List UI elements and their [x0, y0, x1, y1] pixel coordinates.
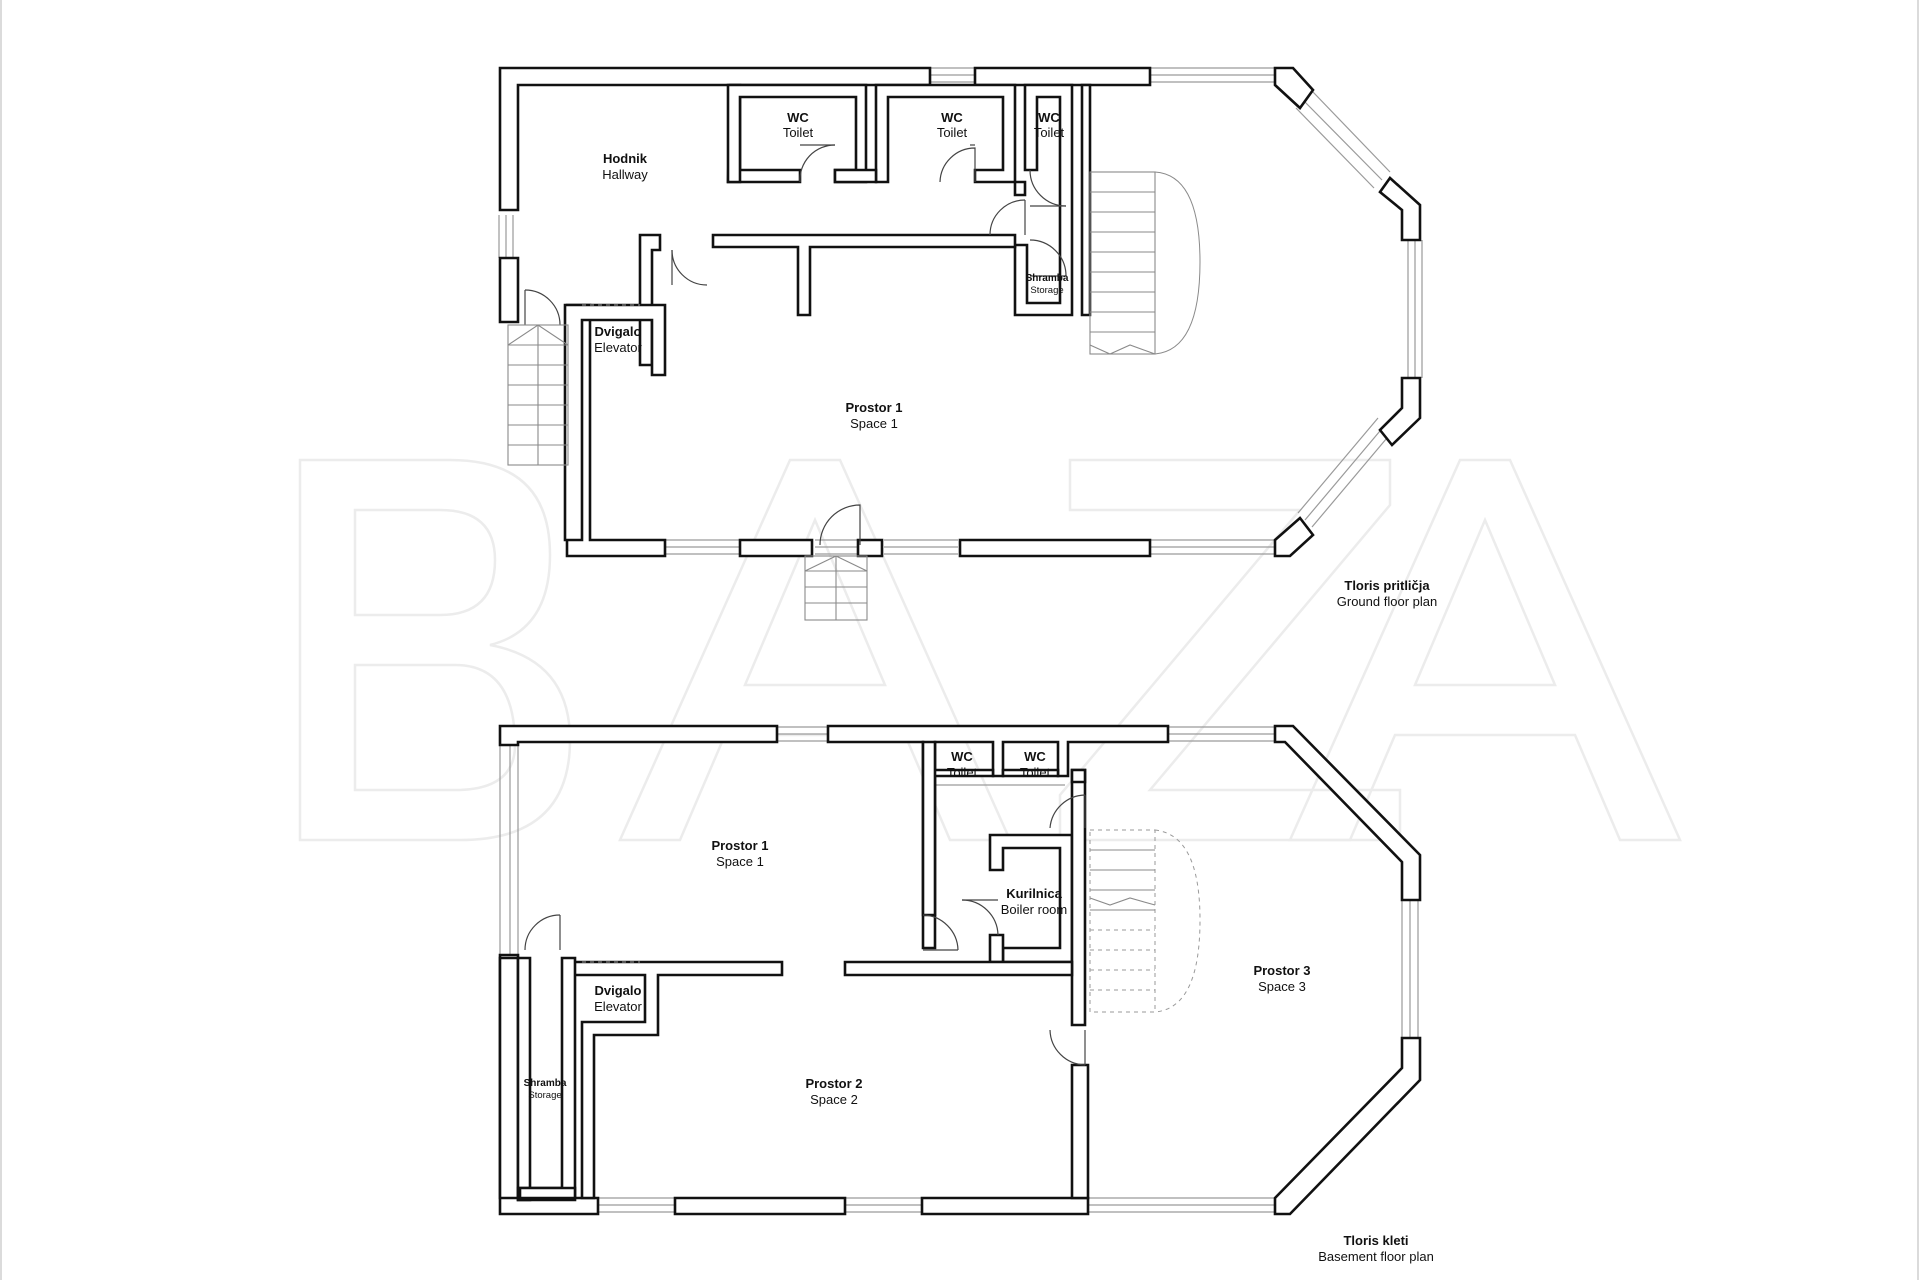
bf-storage-name: Shramba: [524, 1078, 567, 1089]
bf-doors: [524, 794, 1086, 1066]
bf-elevator-name: Dvigalo: [595, 983, 642, 998]
gf-wc2-name: WC: [941, 110, 963, 125]
bf-space3-name: Prostor 3: [1253, 963, 1310, 978]
gf-hallway-name: Hodnik: [603, 151, 648, 166]
gf-stair-left: [507, 324, 569, 466]
gf-elevator-name: Dvigalo: [595, 324, 642, 339]
bf-space2-name: Prostor 2: [805, 1076, 862, 1091]
gf-windows: [498, 67, 1423, 555]
ground-floor-plan: Hodnik Hallway WC Toilet WC Toilet WC To…: [498, 66, 1437, 621]
baza-watermark: [298, 458, 1682, 842]
bf-stair: [1089, 829, 1201, 1013]
bf-plan-title: Tloris kleti: [1343, 1233, 1408, 1248]
bf-wc2-sub: Toilet: [1020, 765, 1051, 780]
bf-space3-sub: Space 3: [1258, 979, 1306, 994]
gf-plan-title: Tloris pritličja: [1344, 578, 1430, 593]
gf-wc3-name: WC: [1038, 110, 1060, 125]
bf-wc1-name: WC: [951, 749, 973, 764]
gf-wc3-sub: Toilet: [1034, 125, 1065, 140]
bf-plan-subtitle: Basement floor plan: [1318, 1249, 1434, 1264]
bf-wc1-sub: Toilet: [947, 765, 978, 780]
gf-space1-sub: Space 1: [850, 416, 898, 431]
gf-wc1-name: WC: [787, 110, 809, 125]
basement-floor-plan: Prostor 1 Space 1 WC Toilet WC Toilet Ku…: [498, 724, 1434, 1264]
gf-storage-name: Shramba: [1026, 273, 1069, 284]
bf-space1-name: Prostor 1: [711, 838, 768, 853]
bf-windows: [499, 726, 1419, 1213]
gf-doors: [524, 144, 1067, 546]
bf-boiler-sub: Boiler room: [1001, 902, 1067, 917]
gf-hallway-sub: Hallway: [602, 167, 648, 182]
gf-stair-right: [1089, 171, 1201, 355]
bf-space1-sub: Space 1: [716, 854, 764, 869]
bf-elevator-sub: Elevator: [594, 999, 642, 1014]
gf-plan-subtitle: Ground floor plan: [1337, 594, 1437, 609]
gf-elevator-sub: Elevator: [594, 340, 642, 355]
gf-stair-entrance: [804, 555, 868, 621]
bf-storage-sub: Storage: [528, 1090, 561, 1101]
bf-wc2-name: WC: [1024, 749, 1046, 764]
bf-boiler-name: Kurilnica: [1006, 886, 1062, 901]
gf-wc2-sub: Toilet: [937, 125, 968, 140]
gf-space1-name: Prostor 1: [845, 400, 902, 415]
gf-storage-sub: Storage: [1030, 285, 1063, 296]
bf-space2-sub: Space 2: [810, 1092, 858, 1107]
gf-wc1-sub: Toilet: [783, 125, 814, 140]
